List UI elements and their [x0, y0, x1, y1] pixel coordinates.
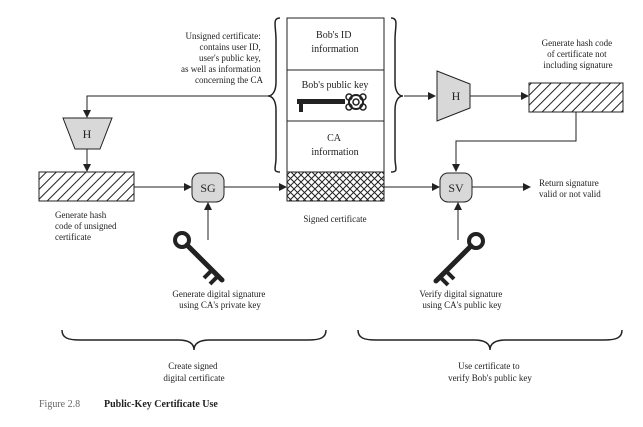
return-signature-label: Return signature valid or not valid [539, 178, 601, 199]
verify-signature-label: Verify digital signature using CA's publ… [419, 289, 504, 310]
generate-signature-label: Generate digital signature using CA's pr… [172, 289, 267, 310]
arrow-right-block-to-sv [452, 112, 577, 172]
ca-public-key-icon [436, 234, 483, 285]
svg-text:H: H [452, 89, 461, 103]
generate-hash-left-label: Generate hash code of unsigned certifica… [55, 210, 119, 242]
private-key-icon [175, 233, 222, 284]
signed-certificate-label: Signed certificate [303, 214, 366, 224]
bottom-brace-use [357, 329, 623, 351]
signature-verification-node: SV [439, 172, 473, 203]
figure-title: Public-Key Certificate Use [104, 399, 218, 410]
bobs-public-key-field: Bob's public key [302, 80, 369, 91]
bottom-brace-create [61, 329, 327, 351]
ca-info-field: CA information [311, 133, 358, 158]
signature-generation-node: SG [191, 172, 225, 203]
right-brace [390, 17, 404, 173]
svg-text:SV: SV [448, 181, 464, 195]
unsigned-hash-code-block [38, 171, 135, 202]
svg-text:SG: SG [200, 181, 216, 195]
hash-function-left: H [62, 117, 113, 150]
create-signed-label: Create signed digital certificate [163, 361, 224, 383]
public-key-icon [297, 93, 367, 112]
signature-block [286, 171, 385, 202]
left-brace [267, 17, 281, 173]
hash-function-right: H [436, 70, 471, 122]
arrow-to-left-hash [83, 95, 268, 118]
certificate-hash-code-block [528, 82, 624, 113]
figure-number: Figure 2.8 [39, 399, 80, 410]
generate-hash-right-label: Generate hash code of certificate not in… [542, 38, 615, 70]
bobs-id-field: Bob's ID information [311, 30, 358, 55]
svg-text:H: H [83, 127, 92, 141]
certificate-block: Bob's ID information Bob's public key CA… [286, 17, 385, 202]
unsigned-certificate-label: Unsigned certificate: contains user ID, … [181, 31, 263, 85]
use-certificate-label: Use certificate to verify Bob's public k… [448, 361, 532, 383]
